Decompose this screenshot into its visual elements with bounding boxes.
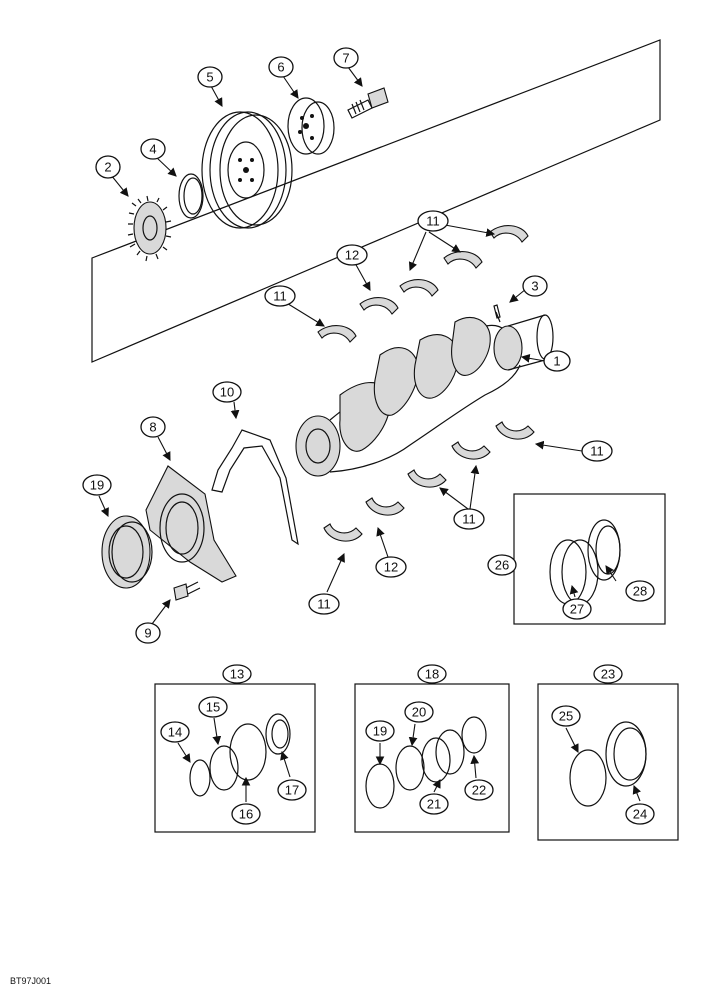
- svg-text:20: 20: [412, 705, 426, 720]
- svg-text:12: 12: [345, 248, 359, 263]
- callout-11-a: 11: [264, 285, 296, 307]
- svg-text:10: 10: [220, 385, 234, 400]
- callout-19-b: 19: [365, 720, 395, 742]
- svg-text:28: 28: [633, 584, 647, 599]
- cover-screw: [173, 581, 201, 601]
- callout-11-b: 11: [417, 210, 449, 232]
- crankshaft: [295, 311, 554, 477]
- callout-3: 3: [522, 275, 548, 297]
- callout-6: 6: [268, 56, 294, 78]
- callout-2: 2: [95, 155, 121, 179]
- callout-17: 17: [277, 779, 307, 801]
- svg-text:11: 11: [273, 289, 287, 304]
- svg-text:11: 11: [462, 512, 476, 527]
- rear-cover-gasket: [211, 429, 299, 546]
- svg-text:14: 14: [168, 725, 182, 740]
- callout-9: 9: [135, 622, 161, 644]
- svg-text:2: 2: [104, 160, 111, 175]
- callout-22: 22: [464, 779, 494, 801]
- svg-text:1: 1: [553, 354, 560, 369]
- svg-text:27: 27: [570, 602, 584, 617]
- callout-1: 1: [543, 350, 571, 372]
- svg-text:21: 21: [427, 797, 441, 812]
- callout-25: 25: [551, 705, 581, 727]
- crankshaft-pulley: [201, 111, 293, 229]
- svg-text:17: 17: [285, 783, 299, 798]
- callout-28: 28: [625, 580, 655, 602]
- callout-20: 20: [404, 701, 434, 723]
- svg-text:24: 24: [633, 807, 647, 822]
- callout-11-d: 11: [453, 508, 485, 530]
- vibration-damper-hub: [287, 97, 335, 155]
- svg-text:16: 16: [239, 807, 253, 822]
- kit-box-23: [537, 683, 679, 841]
- svg-text:26: 26: [495, 558, 509, 573]
- callout-12-a: 12: [336, 244, 368, 266]
- callout-19-a: 19: [82, 474, 112, 496]
- kit-box-13: [154, 683, 316, 833]
- callout-11-e: 11: [308, 593, 340, 615]
- svg-text:19: 19: [373, 724, 387, 739]
- callout-27: 27: [562, 598, 592, 620]
- callout-11-c: 11: [581, 440, 613, 462]
- svg-text:7: 7: [342, 51, 349, 66]
- pulley-group-plane: [91, 39, 661, 363]
- svg-text:11: 11: [590, 444, 604, 459]
- svg-text:25: 25: [559, 709, 573, 724]
- callout-21: 21: [419, 793, 449, 815]
- callout-4: 4: [140, 138, 166, 160]
- kit-box-18: [354, 683, 510, 833]
- crankshaft-gear: [127, 195, 172, 262]
- svg-text:12: 12: [384, 560, 398, 575]
- svg-text:22: 22: [472, 783, 486, 798]
- svg-text:15: 15: [206, 700, 220, 715]
- svg-text:19: 19: [90, 478, 104, 493]
- leader-lines: [98, 66, 641, 802]
- callout-8: 8: [140, 416, 166, 438]
- dowel-pin: [493, 304, 501, 319]
- svg-text:18: 18: [425, 667, 439, 682]
- callout-13: 13: [222, 664, 252, 684]
- callout-24: 24: [625, 803, 655, 825]
- callout-7: 7: [333, 47, 359, 69]
- svg-text:3: 3: [531, 279, 538, 294]
- rear-oil-seal: [101, 515, 153, 589]
- svg-text:13: 13: [230, 667, 244, 682]
- svg-text:23: 23: [601, 667, 615, 682]
- svg-text:11: 11: [426, 214, 440, 229]
- callout-10: 10: [212, 381, 242, 403]
- pulley-bolt: [347, 87, 389, 119]
- callout-5: 5: [197, 66, 223, 88]
- rear-seal-housing: [145, 465, 237, 583]
- callout-18: 18: [417, 664, 447, 684]
- callout-23: 23: [593, 664, 623, 684]
- svg-text:4: 4: [149, 142, 156, 157]
- svg-text:5: 5: [206, 70, 213, 85]
- svg-text:6: 6: [277, 60, 284, 75]
- spacer-ring: [178, 173, 204, 219]
- callout-14: 14: [160, 721, 190, 743]
- svg-text:8: 8: [149, 420, 156, 435]
- callout-16: 16: [231, 803, 261, 825]
- drawing-reference: BT97J001: [10, 976, 51, 986]
- svg-text:11: 11: [317, 597, 331, 612]
- bearing-shells: [317, 225, 535, 542]
- callout-12-b: 12: [375, 556, 407, 578]
- callout-15: 15: [198, 696, 228, 718]
- callout-26: 26: [487, 554, 517, 576]
- svg-text:9: 9: [144, 626, 151, 641]
